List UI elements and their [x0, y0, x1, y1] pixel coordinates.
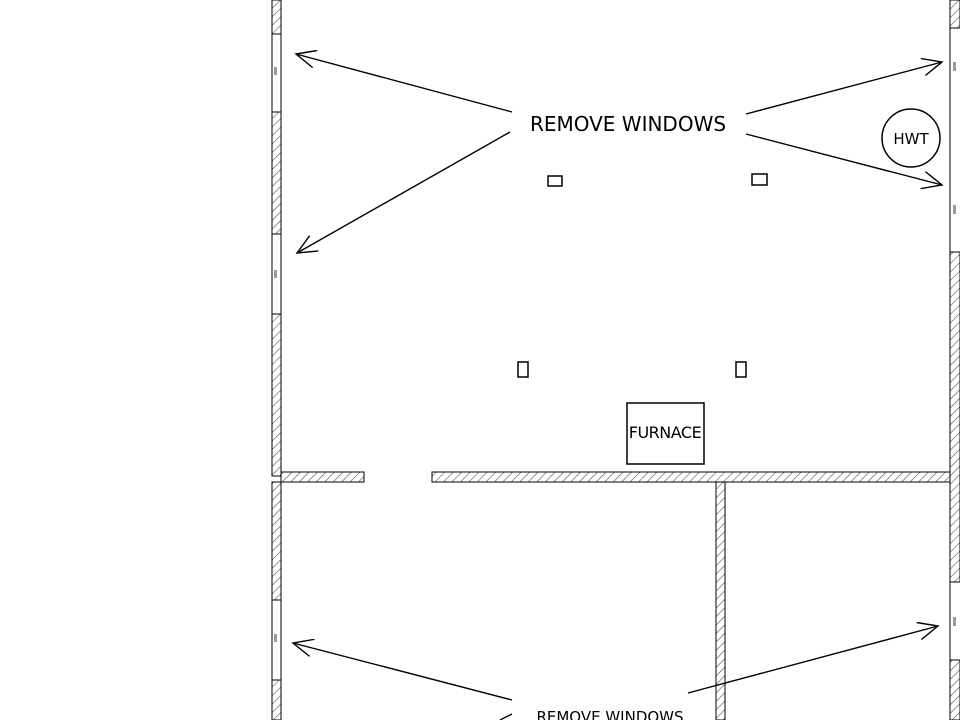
post: [547, 175, 563, 187]
left-wall-segment: [271, 0, 282, 35]
arrow-top-right-upper: [745, 62, 942, 115]
horizontal-wall-left: [280, 471, 365, 483]
support-posts: [517, 173, 768, 378]
furnace-label: FURNACE: [629, 423, 702, 442]
arrow-bottom-right: [687, 626, 938, 694]
window-opening: [271, 600, 282, 680]
window-opening: [271, 234, 282, 314]
right-window-openings: [949, 28, 956, 660]
window-opening: [949, 28, 956, 252]
furnace-box: [626, 402, 705, 465]
remove-windows-label-top: REMOVE WINDOWS: [530, 112, 726, 136]
hwt-circle: [881, 108, 941, 168]
furnace-unit: FURNACE: [626, 402, 705, 465]
hot-water-tank: HWT: [881, 108, 941, 168]
vertical-partition-wall: [715, 481, 726, 720]
left-wall-segment: [271, 111, 282, 235]
horizontal-wall-right: [431, 471, 951, 483]
left-wall-segment: [271, 679, 282, 720]
arrow-top-left-upper: [296, 54, 513, 113]
post: [751, 173, 768, 186]
remove-windows-label-bottom: REMOVE WINDOWS: [536, 708, 683, 720]
window-opening: [949, 582, 956, 660]
left-wall-segment: [271, 313, 282, 477]
arrow-bottom-left: [293, 643, 513, 701]
arrow-bottom-left-lower-stub: [499, 713, 513, 720]
window-opening: [271, 34, 282, 112]
right-wall-segment: [949, 0, 960, 29]
remove-windows-annotation-bottom: REMOVE WINDOWS: [293, 626, 938, 720]
left-exterior-wall: [271, 0, 282, 720]
post: [735, 361, 747, 378]
post: [517, 361, 529, 378]
arrow-top-left-lower: [297, 131, 511, 253]
arrow-top-right-lower: [745, 133, 942, 185]
hwt-label: HWT: [893, 130, 929, 148]
right-wall-segment: [949, 659, 960, 720]
right-wall-segment: [949, 251, 960, 583]
left-window-openings: [271, 34, 282, 680]
interior-walls: [280, 471, 951, 720]
left-wall-segment: [271, 481, 282, 601]
right-exterior-wall: [949, 0, 960, 720]
remove-windows-annotation-top: REMOVE WINDOWS: [296, 54, 942, 253]
